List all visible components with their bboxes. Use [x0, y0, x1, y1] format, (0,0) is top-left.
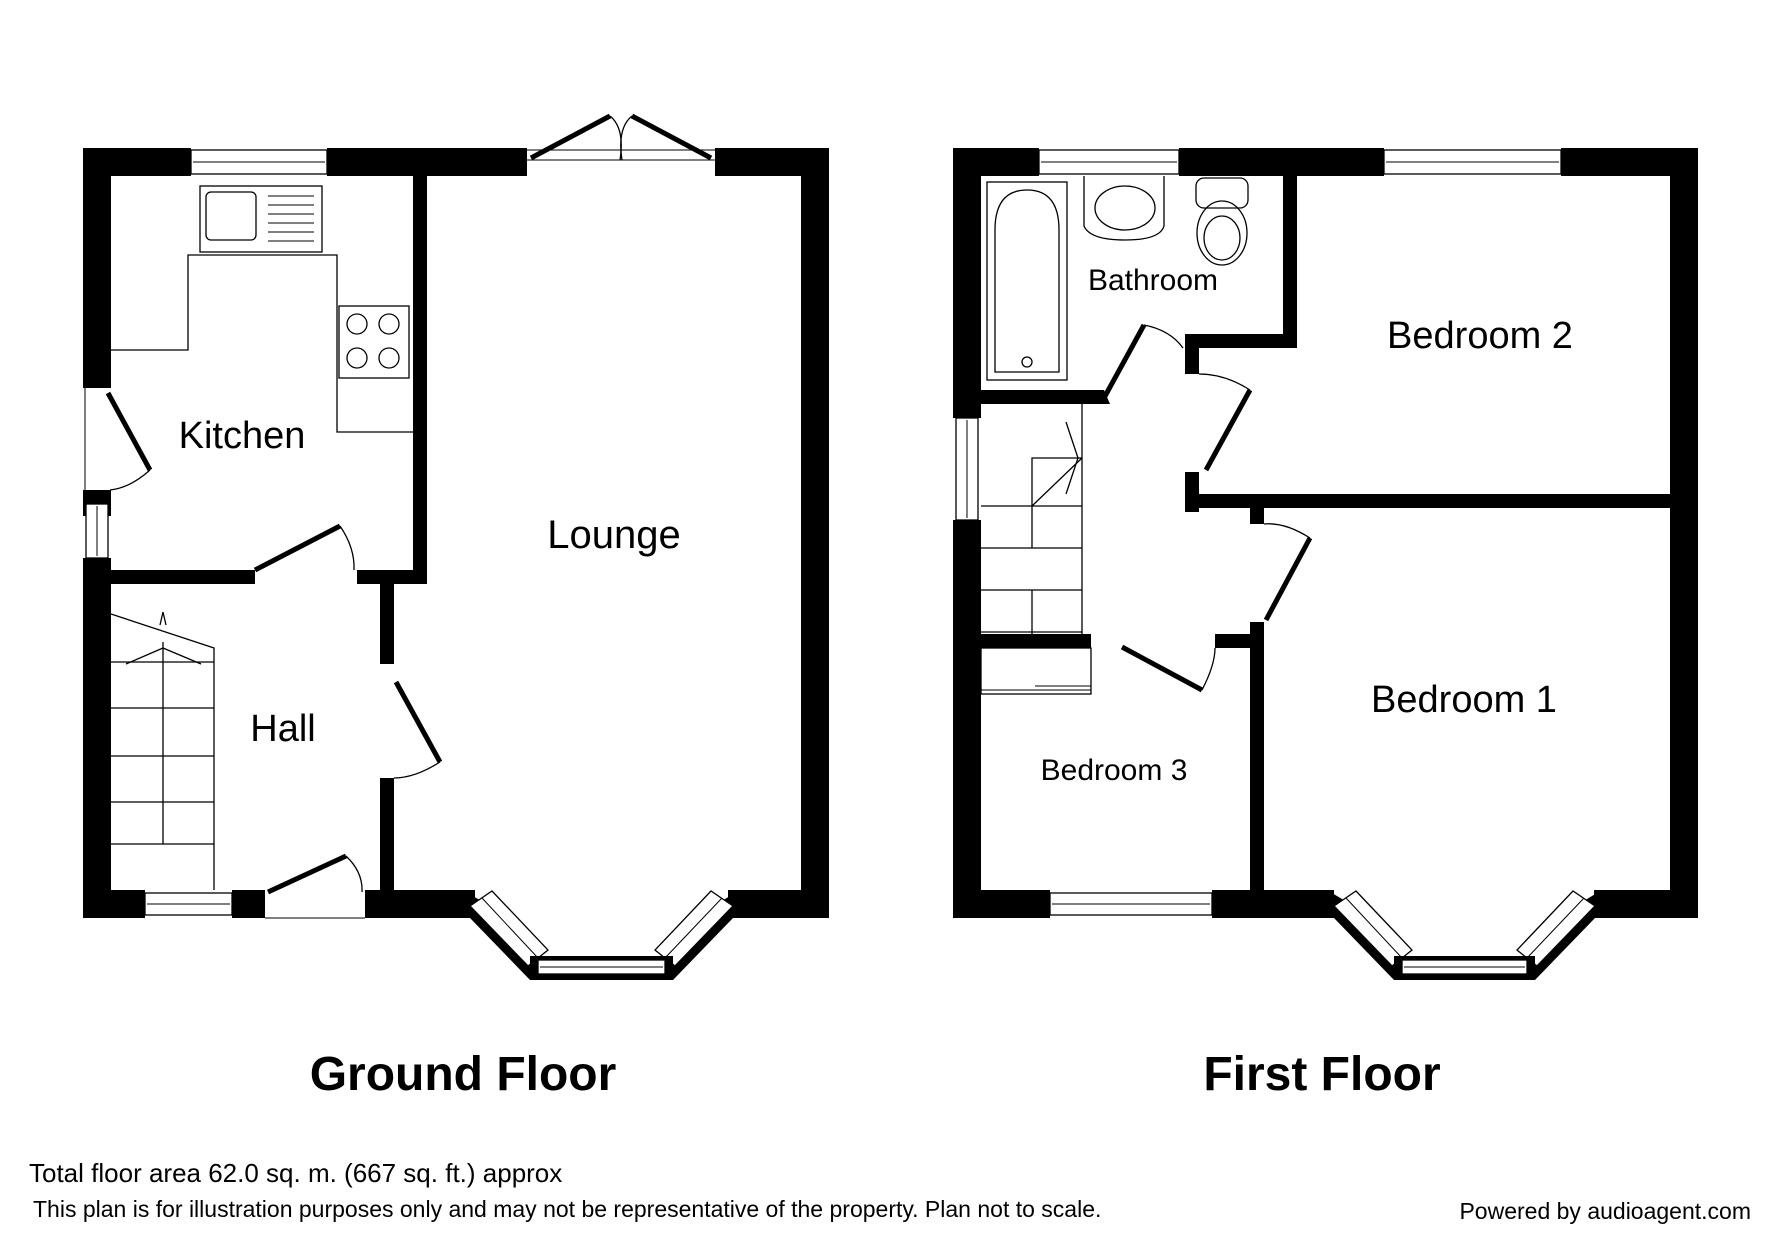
bedroom-1-bay-window [1327, 890, 1602, 980]
bathroom-fittings [986, 176, 1249, 381]
hob [338, 305, 410, 379]
kitchen-counter [111, 254, 413, 433]
first-floor-plan: Bathroom Bedroom 2 Bedroom 1 Bedroom 3 F… [953, 148, 1698, 1101]
room-label-bathroom: Bathroom [1088, 264, 1218, 297]
bathroom-door [1101, 323, 1147, 400]
first-floor-title: First Floor [1203, 1048, 1440, 1101]
kitchen-hall-door [253, 523, 342, 573]
first-floor-stairs [981, 404, 1083, 634]
patio-door-right [630, 113, 713, 161]
ground-floor-rear-openings [190, 113, 715, 175]
hall-lounge-door [393, 680, 443, 764]
toilet [1195, 177, 1249, 209]
room-label-hall: Hall [250, 708, 315, 750]
kitchen-sink [199, 185, 323, 253]
first-floor-interior-walls [981, 174, 1670, 892]
room-label-bedroom-3: Bedroom 3 [1041, 754, 1188, 787]
patio-door-left [529, 113, 612, 161]
room-label-bedroom-1: Bedroom 1 [1371, 679, 1557, 721]
front-door [266, 853, 348, 895]
room-label-bedroom-2: Bedroom 2 [1387, 315, 1573, 357]
bedroom-2-door [1203, 388, 1253, 472]
first-floor-outer-walls [953, 148, 1698, 918]
ground-floor-outer-walls [83, 148, 829, 918]
bedroom-1-door [1263, 536, 1313, 622]
total-floor-area: Total floor area 62.0 sq. m. (667 sq. ft… [29, 1158, 563, 1188]
powered-by-credit: Powered by audioagent.com [1459, 1198, 1751, 1224]
bedroom-3-door [1120, 644, 1204, 693]
plan-disclaimer: This plan is for illustration purposes o… [33, 1196, 1102, 1222]
bath [986, 181, 1068, 381]
ground-floor-plan: Kitchen Lounge Hall Ground Floor [83, 113, 829, 1101]
ground-floor-title: Ground Floor [310, 1048, 617, 1101]
kitchen-back-door [105, 391, 153, 472]
ground-floor-stairs [110, 611, 215, 890]
lounge-bay-window [463, 890, 740, 980]
bedroom-3-wardrobe [980, 647, 1092, 695]
kitchen-fittings [111, 185, 413, 433]
basin [1083, 176, 1165, 241]
room-label-lounge: Lounge [547, 513, 680, 557]
room-label-kitchen: Kitchen [179, 415, 306, 457]
ground-floor-interior-walls [111, 174, 427, 892]
